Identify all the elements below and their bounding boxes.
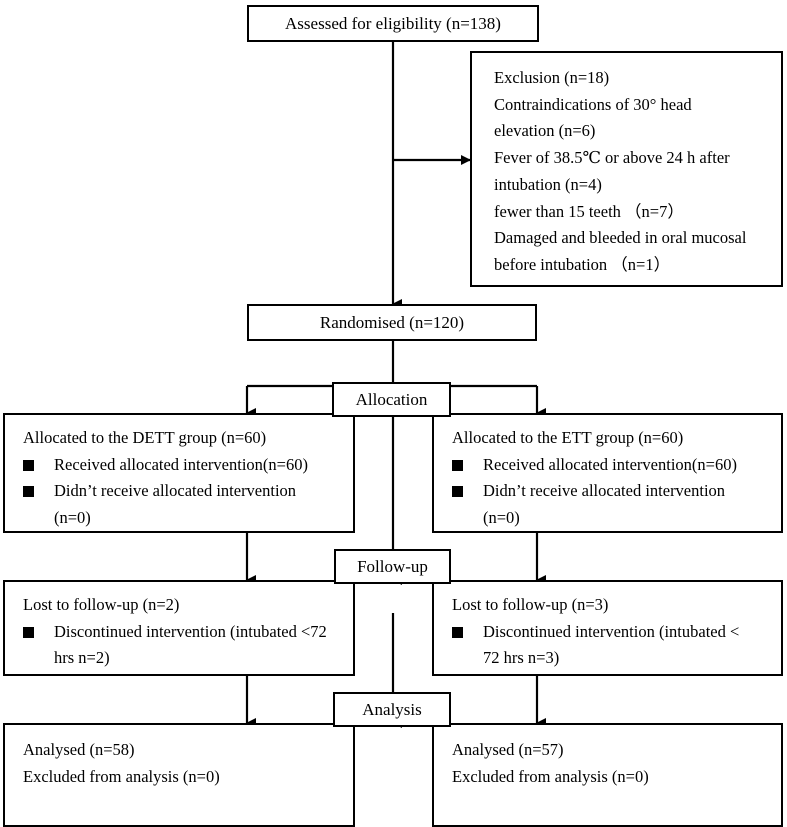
stage-label-analysis: Analysis [333, 692, 451, 727]
stage-followup-text: Follow-up [357, 556, 428, 576]
box-allocated-left-dett: Allocated to the DETT group (n=60) Recei… [3, 413, 355, 533]
bullet-item: Didn’t receive allocated intervention [23, 478, 343, 505]
exclusion-line: before intubation （n=1） [494, 255, 671, 275]
bullet-item: Didn’t receive allocated intervention [452, 478, 767, 505]
analysis-right-line: Analysed (n=57) [452, 740, 564, 759]
stage-label-followup: Follow-up [334, 549, 451, 584]
box-followup-right: Lost to follow-up (n=3) Discontinued int… [432, 580, 783, 676]
square-bullet-icon [452, 459, 463, 471]
followup-right-heading: Lost to follow-up (n=3) [452, 595, 609, 614]
bullet-text: Discontinued intervention (intubated <72 [54, 621, 327, 641]
box-analysis-left: Analysed (n=58) Excluded from analysis (… [3, 723, 355, 827]
followup-left-heading: Lost to follow-up (n=2) [23, 595, 180, 614]
assessed-label: Assessed for eligibility (n=138) [285, 13, 501, 33]
allocation-right-heading: Allocated to the ETT group (n=60) [452, 428, 684, 447]
square-bullet-icon [452, 486, 463, 498]
square-bullet-icon [23, 459, 34, 471]
bullet-continuation: (n=0) [483, 508, 520, 528]
bullet-text: Received allocated intervention(n=60) [483, 454, 737, 474]
allocation-left-heading: Allocated to the DETT group (n=60) [23, 428, 267, 447]
exclusion-line: elevation (n=6) [494, 121, 596, 141]
bullet-item: Received allocated intervention(n=60) [452, 452, 767, 479]
analysis-left-line: Excluded from analysis (n=0) [23, 766, 220, 786]
analysis-left-line: Analysed (n=58) [23, 740, 135, 759]
bullet-item: Discontinued intervention (intubated <72 [23, 619, 345, 646]
stage-analysis-text: Analysis [362, 699, 422, 719]
exclusion-line: fewer than 15 teeth （n=7） [494, 201, 684, 221]
exclusion-line: Exclusion (n=18) [494, 68, 610, 87]
bullet-text: Didn’t receive allocated intervention [483, 481, 726, 501]
bullet-continuation: 72 hrs n=3) [483, 648, 560, 668]
bullet-text: Received allocated intervention(n=60) [54, 454, 308, 474]
box-allocated-right-ett: Allocated to the ETT group (n=60) Receiv… [432, 413, 783, 533]
exclusion-line: Fever of 38.5℃ or above 24 h after [494, 148, 730, 168]
square-bullet-icon [23, 486, 34, 498]
box-assessed-for-eligibility: Assessed for eligibility (n=138) [247, 5, 539, 42]
randomised-label: Randomised (n=120) [319, 312, 465, 332]
bullet-continuation: hrs n=2) [54, 648, 110, 668]
exclusion-line: Contraindications of 30° head [494, 94, 692, 114]
stage-allocation-text: Allocation [355, 389, 428, 409]
box-randomised: Randomised (n=120) [247, 304, 537, 341]
exclusion-line: Damaged and bleeded in oral mucosal [494, 228, 747, 248]
bullet-item: Discontinued intervention (intubated < [452, 619, 767, 646]
square-bullet-icon [23, 626, 34, 638]
bullet-text: Discontinued intervention (intubated < [483, 621, 740, 641]
bullet-item: Received allocated intervention(n=60) [23, 452, 343, 479]
stage-label-allocation: Allocation [332, 382, 451, 417]
bullet-continuation: (n=0) [54, 508, 91, 528]
analysis-right-line: Excluded from analysis (n=0) [452, 766, 649, 786]
box-followup-left: Lost to follow-up (n=2) Discontinued int… [3, 580, 355, 676]
box-exclusion: Exclusion (n=18) Contraindications of 30… [470, 51, 783, 287]
box-analysis-right: Analysed (n=57) Excluded from analysis (… [432, 723, 783, 827]
exclusion-line: intubation (n=4) [494, 174, 602, 194]
square-bullet-icon [452, 626, 463, 638]
bullet-text: Didn’t receive allocated intervention [54, 481, 297, 501]
